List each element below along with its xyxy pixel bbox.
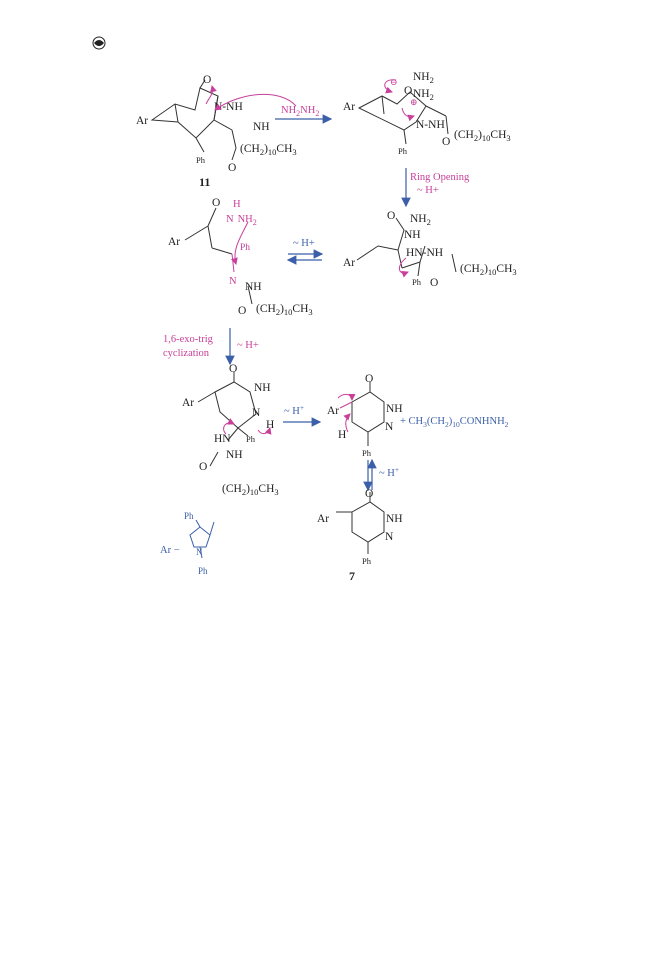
ar-label-11: Ar: [136, 115, 148, 127]
ph-label-ar-top: Ph: [184, 511, 194, 521]
nh-label-11: NH: [253, 121, 270, 133]
tetrahedral-intermediate: [357, 91, 449, 145]
proton-shift-label-cyc: ~ H+: [237, 340, 259, 351]
open-hydrazide-right: [356, 217, 457, 277]
ar-label-int1: Ar: [343, 101, 355, 113]
ar-label-int4: Ar: [182, 397, 194, 409]
nnh-label-11: N-NH: [214, 101, 243, 113]
chain-label-int3: (CH2)10CH3: [256, 303, 313, 317]
ar-definition-label: Ar −: [160, 545, 180, 556]
nnh-label-int1: N-NH: [416, 119, 445, 131]
cyclization-label-2: cyclization: [163, 348, 210, 359]
compound-11-structure: [150, 79, 237, 161]
proton-shift-label-taut: ~ H+: [379, 465, 399, 479]
n-label-int4: N: [252, 407, 261, 419]
oxygen-label-int5: O: [365, 373, 373, 385]
oxygen-label-int1: O: [404, 85, 412, 97]
nh-label-int3: NH: [245, 281, 262, 293]
header-logo-icon: [92, 36, 106, 50]
hydrazine-reagent: NH2NH2: [281, 105, 319, 118]
elimination-arrow-h: [257, 427, 272, 435]
nh-label-int5: NH: [386, 403, 403, 415]
chain-label-int4: (CH2)10CH3: [222, 483, 279, 497]
oxygen-label-int4: O: [229, 363, 237, 375]
n-label-ar: N: [196, 547, 203, 557]
proton-shift-label-2: ~ H+: [417, 185, 439, 196]
proton-shift-label-elim: ~ H+: [284, 403, 304, 417]
compound-7-label: 7: [349, 569, 355, 583]
hn-label-int4: HN: [214, 433, 231, 445]
chain-label-int1: (CH2)10CH3: [454, 129, 511, 143]
imine-n-int3: N: [229, 276, 237, 287]
ph-label-11: Ph: [196, 155, 206, 165]
h-label-int4: H: [266, 419, 274, 431]
ph-label-int5: Ph: [362, 448, 372, 458]
dihydropyridazinone: [339, 382, 385, 446]
ph-label-int1: Ph: [398, 146, 408, 156]
nh-label-int4: NH: [254, 382, 271, 394]
proton-shift-label-eq: ~ H+: [293, 238, 315, 249]
ar-definition-structure: [189, 519, 215, 559]
minus-charge: ⊖: [390, 77, 398, 87]
elimination-arrow-hn: [223, 418, 235, 435]
oxygen-amide-int2: O: [430, 277, 438, 289]
tautomer-arrow-int5-b: [343, 413, 351, 433]
plus-charge: ⊕: [410, 97, 418, 107]
nh2-top-int1: NH2: [413, 71, 434, 85]
oxygen-label-11: O: [203, 74, 211, 86]
tautomer-arrow-right: [399, 257, 409, 278]
attack-arrow-11: [214, 93, 297, 111]
alkoxide-arrow: [384, 79, 397, 94]
cyclization-attack-arrow: [230, 221, 249, 265]
oxygen-amide-int3: O: [238, 305, 246, 317]
ar-label-int5: Ar: [327, 405, 339, 417]
ph-label-int4: Ph: [246, 434, 256, 444]
tautomer-arrow-int5: [337, 393, 356, 401]
cyclization-label-1: 1,6-exo-trig: [163, 334, 214, 345]
ph-label-ar-bottom: Ph: [198, 566, 208, 576]
ar-label-int2: Ar: [343, 257, 355, 269]
nh-label-7: NH: [386, 513, 403, 525]
ring-cleave-arrow: [401, 107, 415, 122]
h-label-int3: H: [233, 199, 241, 210]
nh-label-int2: NH: [404, 229, 421, 241]
ph-label-int3: Ph: [240, 243, 250, 253]
h-label-int5: H: [338, 429, 346, 441]
n-label-7: N: [385, 531, 394, 543]
nh-amide-int4: NH: [226, 449, 243, 461]
ar-label-7: Ar: [317, 513, 329, 525]
ph-label-7: Ph: [362, 556, 372, 566]
product-7-structure: [336, 492, 385, 554]
carbonyl-arrow-11: [205, 85, 217, 105]
compound-11-label: 11: [199, 175, 210, 189]
nh2-label-int2: NH2: [410, 213, 431, 227]
oxygen-label-7: O: [365, 488, 373, 500]
chain-label-int2: (CH2)10CH3: [460, 263, 517, 277]
oxygen-amide-int4: O: [199, 461, 207, 473]
nh2-lower-int1: NH2: [413, 88, 434, 102]
byproduct-label: + CH3(CH2)10CONHNH2: [400, 416, 509, 429]
n-label-int5: N: [385, 421, 394, 433]
open-hydrazide-left: [184, 207, 253, 305]
ar-label-int3: Ar: [168, 236, 180, 248]
oxygen-amide-int1: O: [442, 136, 450, 148]
oxygen-label-int3: O: [212, 197, 220, 209]
oxygen-label-int2: O: [387, 210, 395, 222]
ring-opening-label: Ring Opening: [410, 172, 470, 183]
hnnh-label-int2: HN-NH: [406, 247, 443, 259]
ph-label-int2: Ph: [412, 277, 422, 287]
chain-label-11: (CH2)10CH3: [240, 143, 297, 157]
cyclic-intermediate: [197, 372, 257, 467]
oxygen-amide-11: O: [228, 162, 236, 174]
